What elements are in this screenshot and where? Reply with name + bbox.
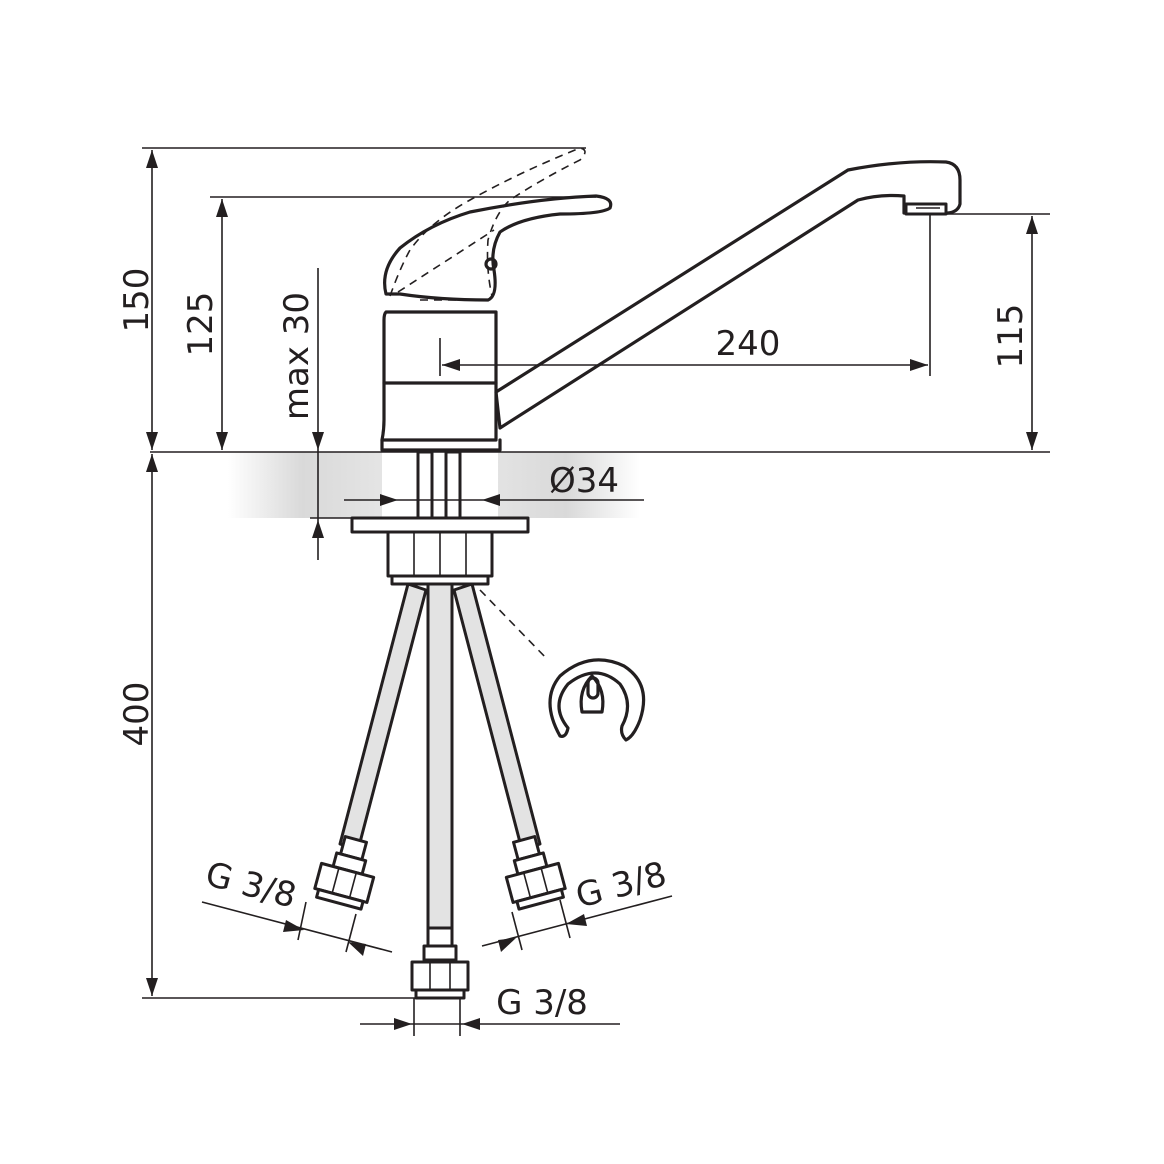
- label-total-height: 150: [117, 268, 157, 333]
- handle-screw: [484, 257, 498, 271]
- hose-left: [338, 582, 428, 852]
- hose-right: [452, 582, 542, 852]
- fitting-left: [313, 835, 376, 911]
- hose-center: [426, 582, 454, 934]
- label-hose-length: 400: [117, 682, 157, 747]
- clip-detail: [479, 589, 646, 742]
- mounting-assembly: [350, 450, 530, 586]
- label-spout-height: 115: [991, 304, 1031, 369]
- cartridge-body: [380, 310, 498, 442]
- fitting-center: [410, 926, 470, 1000]
- lever-handle: [383, 194, 613, 302]
- dimension-lines: [142, 147, 1050, 1036]
- spout: [494, 160, 962, 430]
- stud-right: [444, 450, 462, 524]
- horseshoe-clip: [548, 658, 646, 742]
- label-thread-left: G 3/8: [201, 854, 300, 916]
- mounting-plate: [350, 516, 530, 534]
- label-thread-right: G 3/8: [572, 854, 671, 916]
- lever-handle-open-position: [389, 147, 586, 297]
- label-handle-height: 125: [181, 292, 221, 357]
- hoses: [313, 582, 567, 1000]
- label-spout-reach: 240: [716, 324, 781, 364]
- fitting-right: [504, 835, 567, 911]
- dimension-labels: 150 125 max 30 240 115 Ø34 400 G 3/8 G 3…: [117, 268, 1031, 1023]
- stud-left: [416, 450, 434, 524]
- label-thread-center: G 3/8: [496, 983, 588, 1023]
- aerator: [904, 202, 948, 216]
- faucet-body: [380, 147, 962, 452]
- clip-leader-line: [479, 589, 549, 661]
- label-max-thickness: max 30: [277, 292, 317, 420]
- label-hole-diameter: Ø34: [549, 461, 619, 501]
- countertop-section: [150, 451, 1050, 518]
